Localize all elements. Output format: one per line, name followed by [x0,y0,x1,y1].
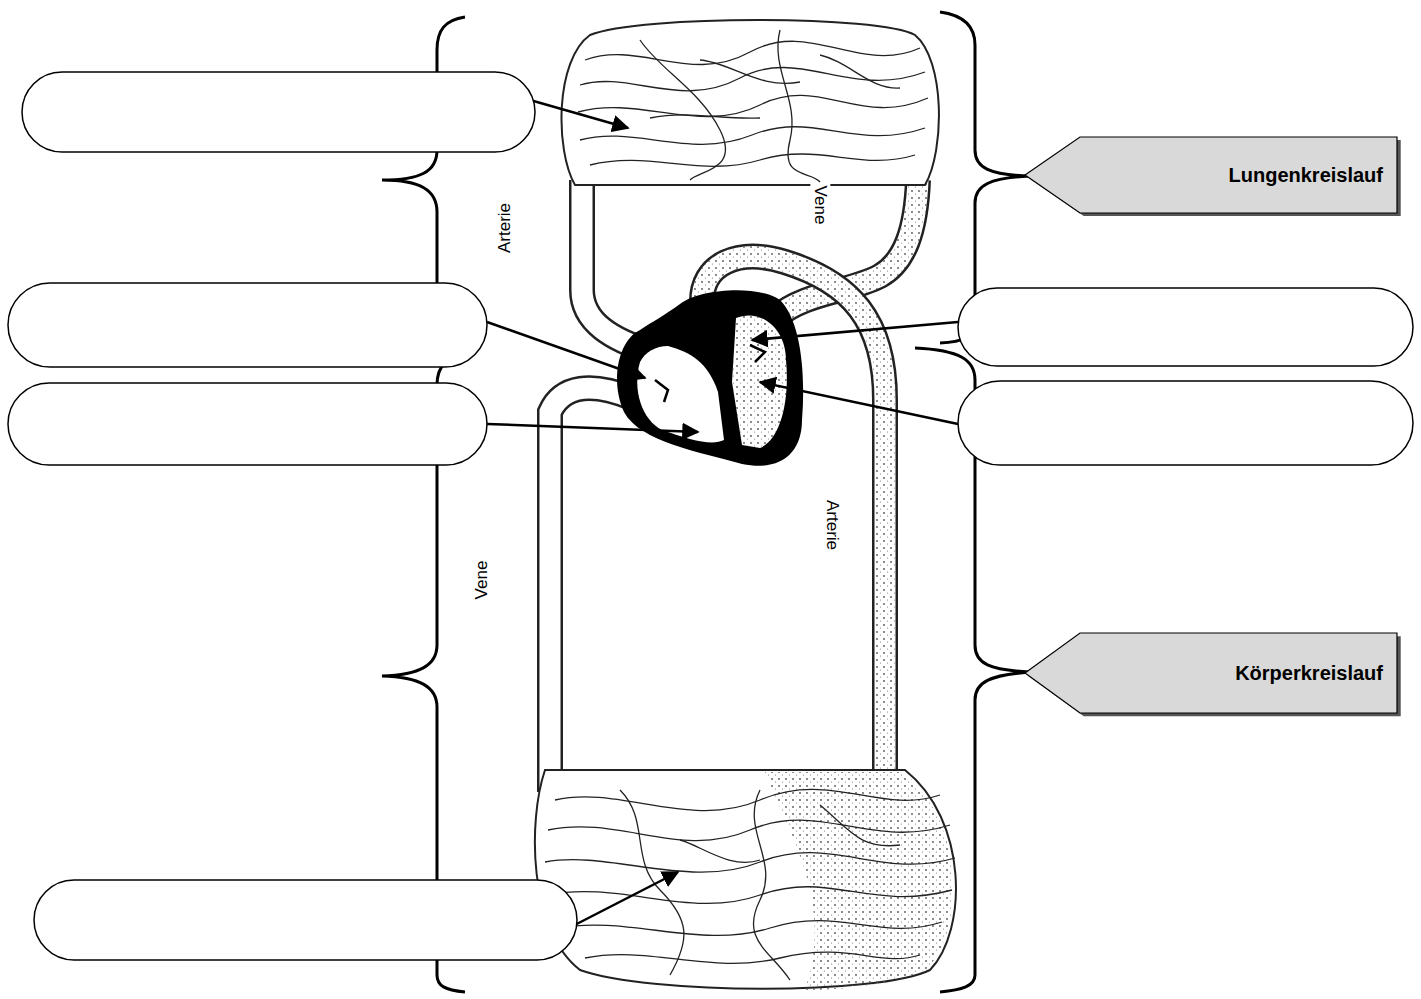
leader-arrow [487,100,958,930]
section-tag: Lungenkreislauf [1025,137,1397,213]
vessel-label: Arterie [822,498,842,552]
vessel-label: Vene [810,184,830,227]
tag-outline [1025,137,1397,213]
vessel-label: Vene [472,559,492,602]
answer-oval [8,72,1413,960]
blood-vessels [550,180,918,792]
tag-outline [1025,633,1397,713]
lung-capillaries [561,20,938,185]
tag-text: Lungenkreislauf [1229,164,1383,187]
body-capillaries [535,770,956,990]
vessel-label: Arterie [495,201,515,255]
tag-text: Körperkreislauf [1235,662,1383,685]
brace [382,12,1030,992]
section-tag: Körperkreislauf [1025,633,1397,713]
